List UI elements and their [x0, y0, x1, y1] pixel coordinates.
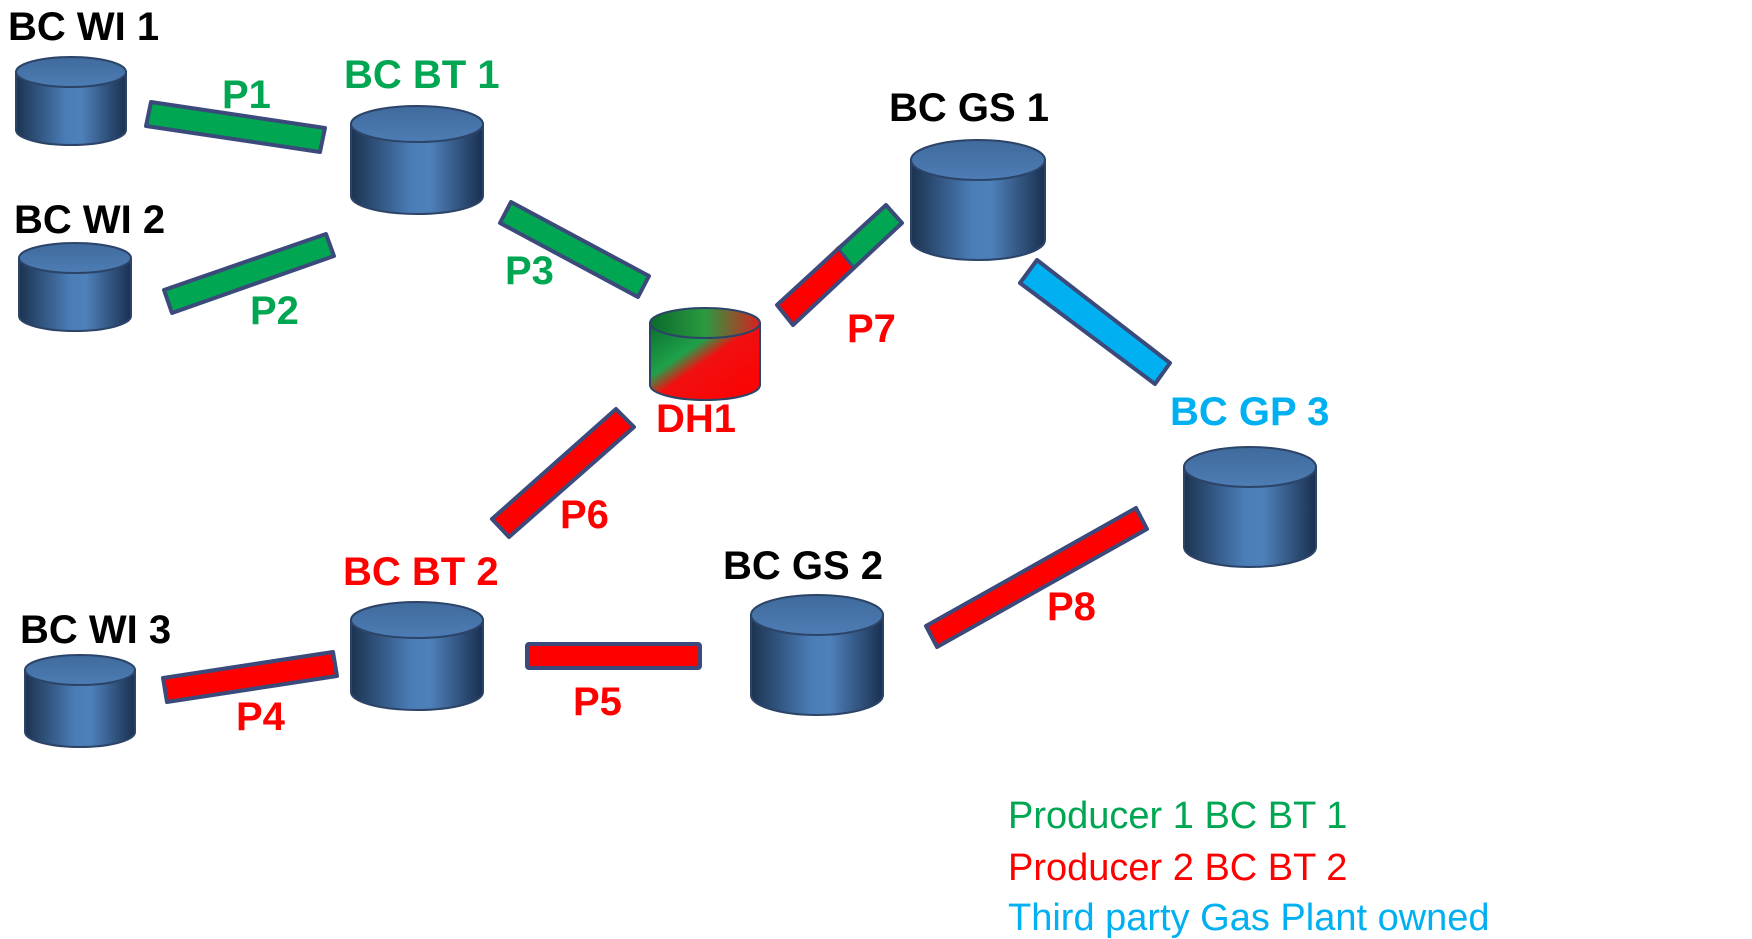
pipe-p1[interactable] [144, 100, 327, 154]
tank-top [18, 242, 132, 274]
tank-body [350, 619, 484, 711]
pipes [144, 100, 1172, 704]
tank-bc-gp-3[interactable] [1183, 446, 1317, 568]
tank-top [15, 56, 127, 88]
node-label-bc-bt-2: BC BT 2 [343, 550, 499, 594]
pipe-p3[interactable] [498, 200, 651, 299]
node-label-bc-wi-1: BC WI 1 [8, 5, 159, 49]
tank-bc-wi-2[interactable] [18, 242, 132, 332]
pipe-label-p6: P6 [560, 493, 609, 537]
pipe-label-p7: P7 [847, 307, 896, 351]
node-label-bc-wi-3: BC WI 3 [20, 608, 171, 652]
pipe-labels: P1 P2 P3 P4 P5 P6 P7 P8 [222, 73, 1096, 739]
pipe-p7-outline [775, 203, 904, 327]
pipe-label-p8: P8 [1047, 585, 1096, 629]
pipe-p8[interactable] [924, 506, 1149, 649]
tank-body [18, 257, 132, 332]
tank-bc-gs-1[interactable] [910, 139, 1046, 261]
pipe-label-p5: P5 [573, 680, 622, 724]
tank-bc-wi-3[interactable] [24, 654, 136, 748]
pipe-p5[interactable] [525, 642, 702, 670]
tank-body [649, 322, 761, 401]
pipe-p4[interactable] [161, 650, 339, 704]
tank-body [750, 614, 884, 716]
pipe-p7-green-segment [837, 205, 902, 267]
pipe-p2[interactable] [162, 232, 336, 315]
node-label-bc-wi-2: BC WI 2 [14, 198, 165, 242]
tank-bc-gs-2[interactable] [750, 594, 884, 716]
tank-body [15, 71, 127, 146]
tank-top [24, 654, 136, 686]
legend-item-third-party: Third party Gas Plant owned [1008, 897, 1490, 939]
node-label-bc-gp-3: BC GP 3 [1170, 390, 1329, 434]
legend: Producer 1 BC BT 1 Producer 2 BC BT 2 Th… [1008, 795, 1490, 939]
node-labels: BC WI 1 BC BT 1 BC WI 2 BC GS 1 DH1 BC G… [8, 5, 1329, 652]
tank-top [350, 601, 484, 639]
tank-top [1183, 446, 1317, 488]
legend-item-producer-1: Producer 1 BC BT 1 [1008, 795, 1347, 837]
node-label-bc-bt-1: BC BT 1 [344, 53, 500, 97]
pipe-gs1-gp3[interactable] [1018, 258, 1172, 386]
pipe-label-p3: P3 [505, 249, 554, 293]
node-label-bc-gs-1: BC GS 1 [889, 86, 1049, 130]
node-label-bc-gs-2: BC GS 2 [723, 544, 883, 588]
tank-top [750, 594, 884, 636]
pipe-label-p2: P2 [250, 289, 299, 333]
tank-bc-bt-1[interactable] [350, 105, 484, 215]
pipe-label-p1: P1 [222, 73, 271, 117]
node-label-dh1: DH1 [656, 397, 736, 441]
pipe-p6[interactable] [490, 407, 636, 539]
pipe-p7-divider [835, 246, 855, 268]
legend-item-producer-2: Producer 2 BC BT 2 [1008, 847, 1347, 889]
pipe-p7-red-segment [777, 247, 853, 325]
tank-dh1[interactable] [649, 307, 761, 401]
pipe-p7[interactable] [775, 203, 904, 327]
tank-body [1183, 466, 1317, 568]
tank-bc-wi-1[interactable] [15, 56, 127, 146]
tank-top [649, 307, 761, 339]
tank-body [24, 669, 136, 748]
tank-bc-bt-2[interactable] [350, 601, 484, 711]
tank-body [350, 123, 484, 215]
tank-body [910, 159, 1046, 261]
tank-top [910, 139, 1046, 181]
pipe-label-p4: P4 [236, 695, 286, 739]
tank-top [350, 105, 484, 143]
